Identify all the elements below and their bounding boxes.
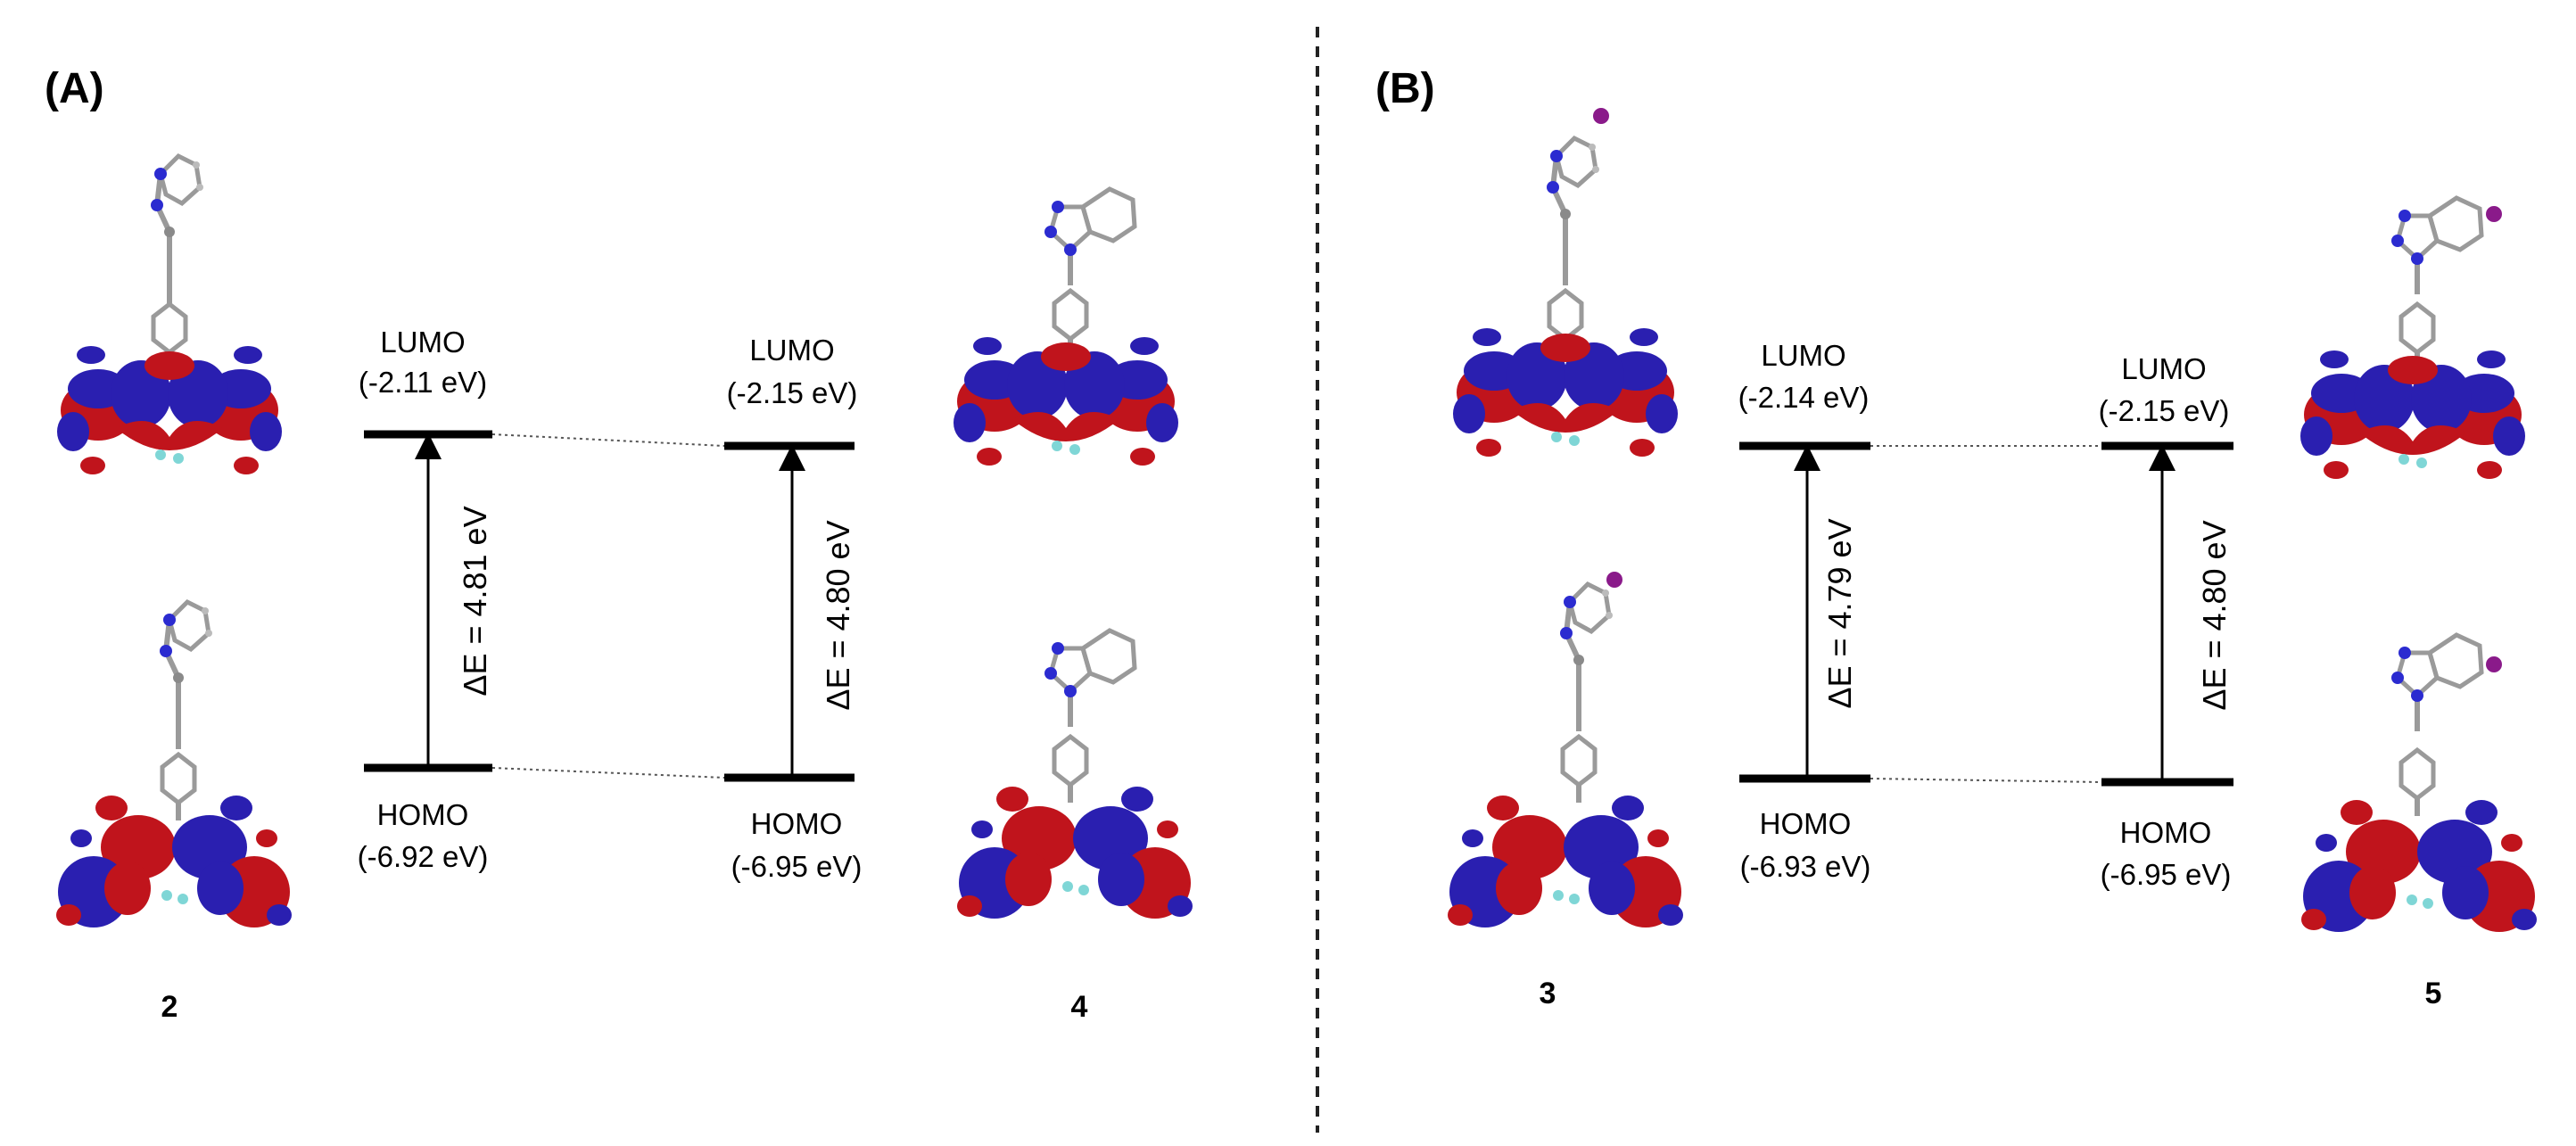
molecule-3-lumo-orbital	[1453, 108, 1678, 457]
lumo-label: LUMO	[749, 334, 834, 367]
lumo-energy: (-2.11 eV)	[359, 366, 487, 399]
homo-energy: (-6.92 eV)	[358, 840, 489, 873]
gap-label: ΔE = 4.80 eV	[820, 520, 856, 710]
lumo-energy: (-2.14 eV)	[1738, 381, 1870, 414]
panel-label: (B)	[1375, 65, 1435, 112]
molecule-3-homo-orbital	[1448, 572, 1683, 928]
panel-label: (A)	[45, 65, 104, 112]
gap-label: ΔE = 4.79 eV	[1821, 518, 1858, 708]
lumo-label: LUMO	[380, 326, 465, 359]
gap-label: ΔE = 4.81 eV	[457, 506, 493, 696]
gap-label: ΔE = 4.80 eV	[2196, 520, 2233, 710]
molecule-5-lumo-orbital	[2300, 198, 2525, 479]
homo-energy: (-6.95 eV)	[2101, 858, 2232, 891]
homo-energy: (-6.93 eV)	[1740, 850, 1871, 883]
compound-label: 2	[161, 990, 178, 1024]
homo-label: HOMO	[377, 798, 469, 831]
molecule-2-homo-orbital	[56, 602, 292, 928]
molecule-4-homo-orbital	[957, 631, 1193, 919]
lumo-connector	[491, 433, 725, 447]
homo-connector	[1870, 778, 2102, 783]
homo-energy: (-6.95 eV)	[731, 850, 863, 883]
panel-a: (A) 2 LUMO (-2.11 eV) ΔE = 4.81 eV HOMO …	[45, 65, 1193, 1024]
molecule-2-lumo-orbital	[57, 156, 282, 474]
homo-connector	[491, 767, 725, 779]
compound-label: 5	[2425, 977, 2442, 1010]
homo-label: HOMO	[1760, 807, 1852, 840]
compound-label: 4	[1071, 990, 1088, 1024]
lumo-energy: (-2.15 eV)	[2099, 394, 2230, 427]
compound-label: 3	[1540, 977, 1556, 1010]
molecule-5-homo-orbital	[2301, 635, 2537, 932]
homo-label: HOMO	[2120, 816, 2212, 849]
lumo-energy: (-2.15 eV)	[727, 376, 858, 409]
lumo-label: LUMO	[1761, 339, 1845, 372]
lumo-label: LUMO	[2121, 352, 2206, 385]
homo-label: HOMO	[751, 807, 843, 840]
molecule-4-lumo-orbital	[954, 189, 1178, 466]
panel-b: (B) 3 LUMO (-2.14 eV) ΔE = 4.79 eV HOMO …	[1375, 65, 2537, 1010]
